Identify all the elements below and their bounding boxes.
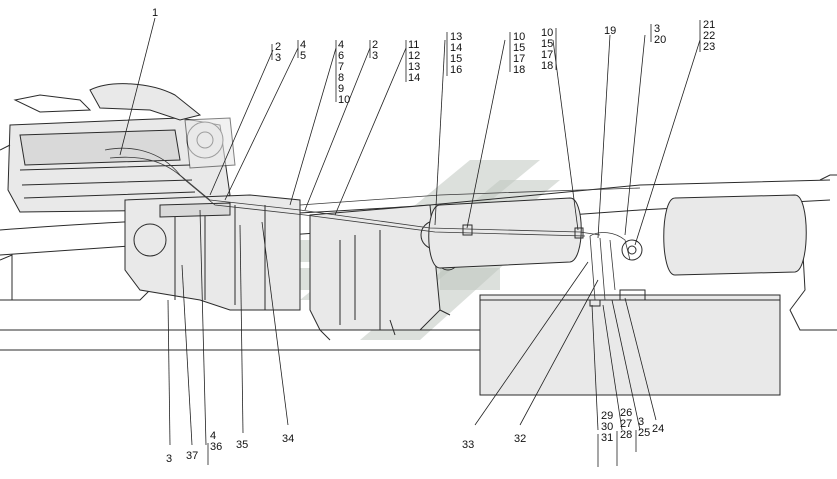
leader-lines: [119, 17, 701, 446]
callout-b24: 24: [652, 423, 664, 435]
callout-number: 36: [210, 441, 222, 453]
callout-number: 16: [450, 64, 462, 76]
callout-number: 10: [338, 94, 350, 106]
callout-number: 26: [620, 407, 632, 419]
callout-number: 17: [541, 49, 553, 61]
gearbox: [124, 194, 301, 311]
callout-b32: 32: [514, 433, 526, 445]
callout-number: 20: [654, 34, 666, 46]
callout-b33: 33: [462, 439, 474, 451]
callout-number: 3: [166, 453, 172, 465]
callout-b34: 34: [282, 433, 294, 445]
callout-number: 23: [703, 41, 715, 53]
callout-number: 17: [513, 53, 525, 65]
callout-number: 24: [652, 423, 664, 435]
callout-number: 33: [462, 439, 474, 451]
callout-number: 3: [654, 23, 660, 35]
callout-number: 5: [300, 50, 306, 62]
callout-number: 30: [601, 421, 613, 433]
callout-number: 4: [338, 39, 344, 51]
callout-number: 15: [513, 42, 525, 54]
callout-number: 14: [408, 72, 420, 84]
callout-b35: 35: [236, 439, 248, 451]
callout-number: 3: [275, 52, 281, 64]
callout-number: 11: [408, 39, 419, 51]
callout-number: 25: [638, 427, 650, 439]
callout-number: 9: [338, 83, 344, 95]
callout-b3: 3: [166, 453, 172, 465]
callout-number: 13: [450, 31, 462, 43]
callout-number: 18: [513, 64, 525, 76]
callout-number: 12: [408, 50, 420, 62]
callout-number: 15: [541, 38, 553, 50]
callout-number: 4: [300, 39, 306, 51]
callout-number: 35: [236, 439, 248, 451]
callout-number: 8: [338, 72, 344, 84]
air-receiver-right: [663, 194, 807, 276]
callout-number: 37: [186, 450, 198, 462]
callout-number: 29: [601, 410, 613, 422]
callout-number: 3: [372, 50, 378, 62]
fuel-tank: [479, 294, 781, 396]
callout-number: 27: [620, 418, 632, 430]
callout-number: 10: [541, 27, 553, 39]
callout-number: 6: [338, 50, 344, 62]
pipelines: [104, 147, 646, 307]
callout-number: 7: [338, 61, 344, 73]
callout-number: 15: [450, 53, 462, 65]
air-receiver-left: [428, 197, 582, 269]
callout-number: 2: [372, 39, 378, 51]
callout-number: 34: [282, 433, 294, 445]
callout-19: 19: [604, 25, 616, 37]
callout-number: 18: [541, 60, 553, 72]
callout-number: 21: [703, 19, 715, 31]
callout-number: 28: [620, 429, 632, 441]
callout-number: 14: [450, 42, 462, 54]
callout-1: 1: [152, 7, 158, 19]
callout-number: 4: [210, 430, 216, 442]
callout-number: 1: [152, 7, 158, 19]
callout-number: 3: [638, 416, 644, 428]
callout-number: 13: [408, 61, 420, 73]
callout-number: 32: [514, 433, 526, 445]
callout-number: 31: [601, 432, 613, 444]
callout-brackets: [207, 20, 701, 467]
callout-number: 19: [604, 25, 616, 37]
callout-number: 22: [703, 30, 715, 42]
callout-number: 10: [513, 31, 525, 43]
callout-b37: 37: [186, 450, 198, 462]
callout-number: 2: [275, 41, 281, 53]
engine-block: [0, 83, 236, 300]
